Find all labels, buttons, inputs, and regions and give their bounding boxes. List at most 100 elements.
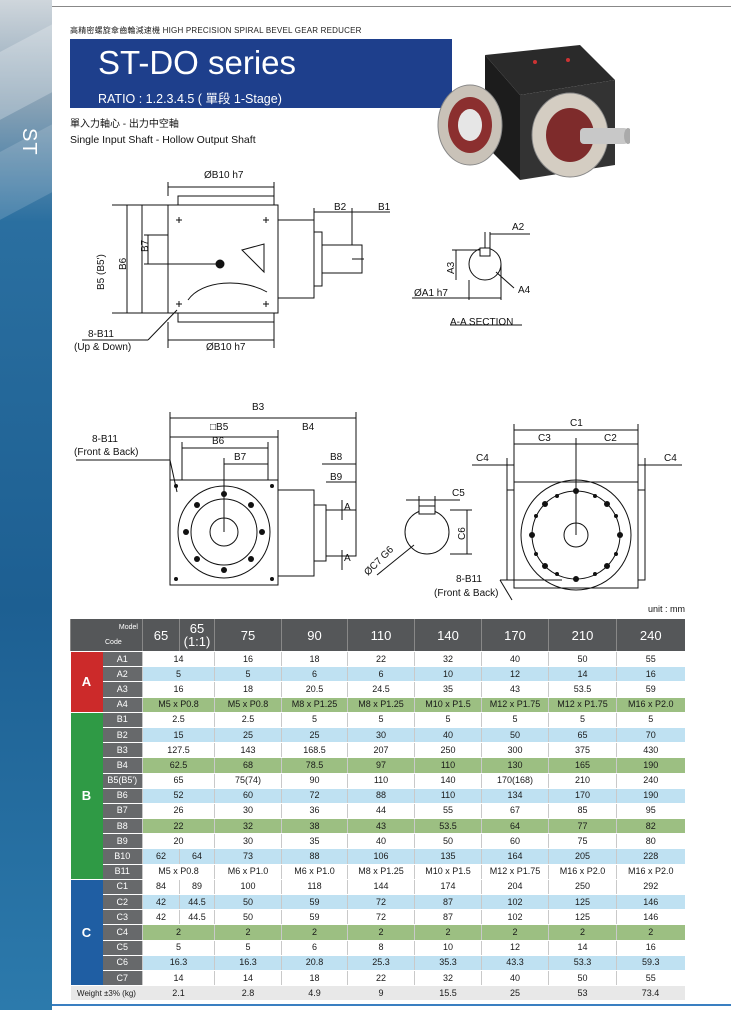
cell-value: 35 — [414, 681, 482, 698]
row-code: B8 — [102, 818, 143, 835]
gearbox-photo — [437, 45, 630, 180]
cell-value: 8 — [347, 940, 415, 956]
cell-value: 80 — [616, 833, 685, 850]
cell-value: 5 — [142, 940, 215, 956]
cell-value: 72 — [347, 894, 415, 911]
cell-value: 6 — [281, 666, 348, 683]
title-banner — [70, 39, 452, 108]
cell-value: 84 — [142, 879, 180, 896]
cell-value: M8 x P1.25 — [347, 864, 415, 880]
cell-value: 60 — [214, 788, 282, 804]
cell-value: 77 — [548, 818, 617, 835]
dim-c5: C5 — [452, 488, 465, 499]
cell-value: 32 — [214, 818, 282, 835]
cell-value: 12 — [481, 940, 549, 956]
cell-value: 125 — [548, 894, 617, 911]
cell-value: 55 — [616, 651, 685, 668]
row-code: B5(B5') — [102, 773, 143, 789]
cell-value: 36 — [281, 803, 348, 820]
cell-value: 146 — [616, 909, 685, 926]
cell-value: 55 — [616, 970, 685, 987]
technical-drawings: ØB10 h7 ØB10 h7 B2 B1 B7 B6 B5 (B5') 8-B… — [74, 170, 682, 601]
dim-b3: B3 — [252, 402, 265, 413]
dim-b6-front: B6 — [212, 436, 225, 447]
cell-value: M5 x P0.8 — [142, 697, 215, 713]
header-model: 210 — [548, 619, 617, 652]
cell-value: 40 — [414, 727, 482, 744]
cell-value: 24.5 — [347, 681, 415, 698]
dim-c3: C3 — [538, 433, 551, 444]
cell-value: 26 — [142, 803, 215, 820]
cell-value: 164 — [481, 848, 549, 865]
row-code: A1 — [102, 651, 143, 668]
dim-c4-right: C4 — [664, 453, 677, 464]
end-view-drawing — [472, 424, 682, 601]
cell-value: 2 — [347, 924, 415, 941]
cell-value: 2 — [414, 924, 482, 941]
label-b11-updown-note: (Up & Down) — [74, 342, 131, 353]
top-rule — [52, 6, 731, 7]
cell-value: 50 — [548, 651, 617, 668]
dim-b4: B4 — [302, 422, 315, 433]
cell-value: 53.5 — [414, 818, 482, 835]
cell-value: 40 — [347, 833, 415, 850]
sidebar-highlight — [0, 15, 52, 125]
cell-value: 88 — [281, 848, 348, 865]
cell-value: 250 — [414, 742, 482, 759]
cell-value: 118 — [281, 879, 348, 896]
cell-value: 14 — [548, 940, 617, 956]
cell-value: 64 — [481, 818, 549, 835]
cell-value: 102 — [481, 909, 549, 926]
cell-value: M12 x P1.75 — [481, 864, 549, 880]
cell-value: 38 — [281, 818, 348, 835]
cell-value: 97 — [347, 757, 415, 774]
end-view-bolts — [529, 488, 623, 582]
cell-value: 9 — [347, 985, 415, 1002]
cell-value: 68 — [214, 757, 282, 774]
group-label: B — [70, 712, 103, 880]
dim-b7-front: B7 — [234, 452, 247, 463]
cell-value: 5 — [214, 666, 282, 683]
dim-b5-square: □B5 — [210, 422, 229, 433]
label-b11-updown: 8-B11 — [88, 329, 114, 340]
cell-value: 44.5 — [179, 909, 215, 926]
cell-value: 82 — [616, 818, 685, 835]
cell-value: 106 — [347, 848, 415, 865]
cell-value: 65 — [142, 773, 215, 789]
cell-value: 15 — [142, 727, 215, 744]
cell-value: 50 — [481, 727, 549, 744]
cell-value: 16.3 — [142, 955, 215, 971]
cell-value: 2 — [142, 924, 215, 941]
dim-a3: A3 — [446, 261, 457, 274]
cell-value: 127.5 — [142, 742, 215, 759]
cell-value: 50 — [214, 909, 282, 926]
row-code: B6 — [102, 788, 143, 804]
cell-value: 375 — [548, 742, 617, 759]
cell-value: 2.8 — [214, 985, 282, 1002]
aa-section-title: A-A SECTION — [450, 317, 513, 328]
dim-a2: A2 — [512, 222, 525, 233]
cell-value: 42 — [142, 894, 180, 911]
cell-value: 30 — [214, 803, 282, 820]
cell-value: 53.5 — [548, 681, 617, 698]
cell-value: 42 — [142, 909, 180, 926]
cell-value: 143 — [214, 742, 282, 759]
cell-value: 5 — [616, 712, 685, 728]
side-tab-bar: ST — [0, 0, 52, 1010]
row-code: C3 — [102, 909, 143, 926]
cell-value: 10 — [414, 940, 482, 956]
row-code: A3 — [102, 681, 143, 698]
